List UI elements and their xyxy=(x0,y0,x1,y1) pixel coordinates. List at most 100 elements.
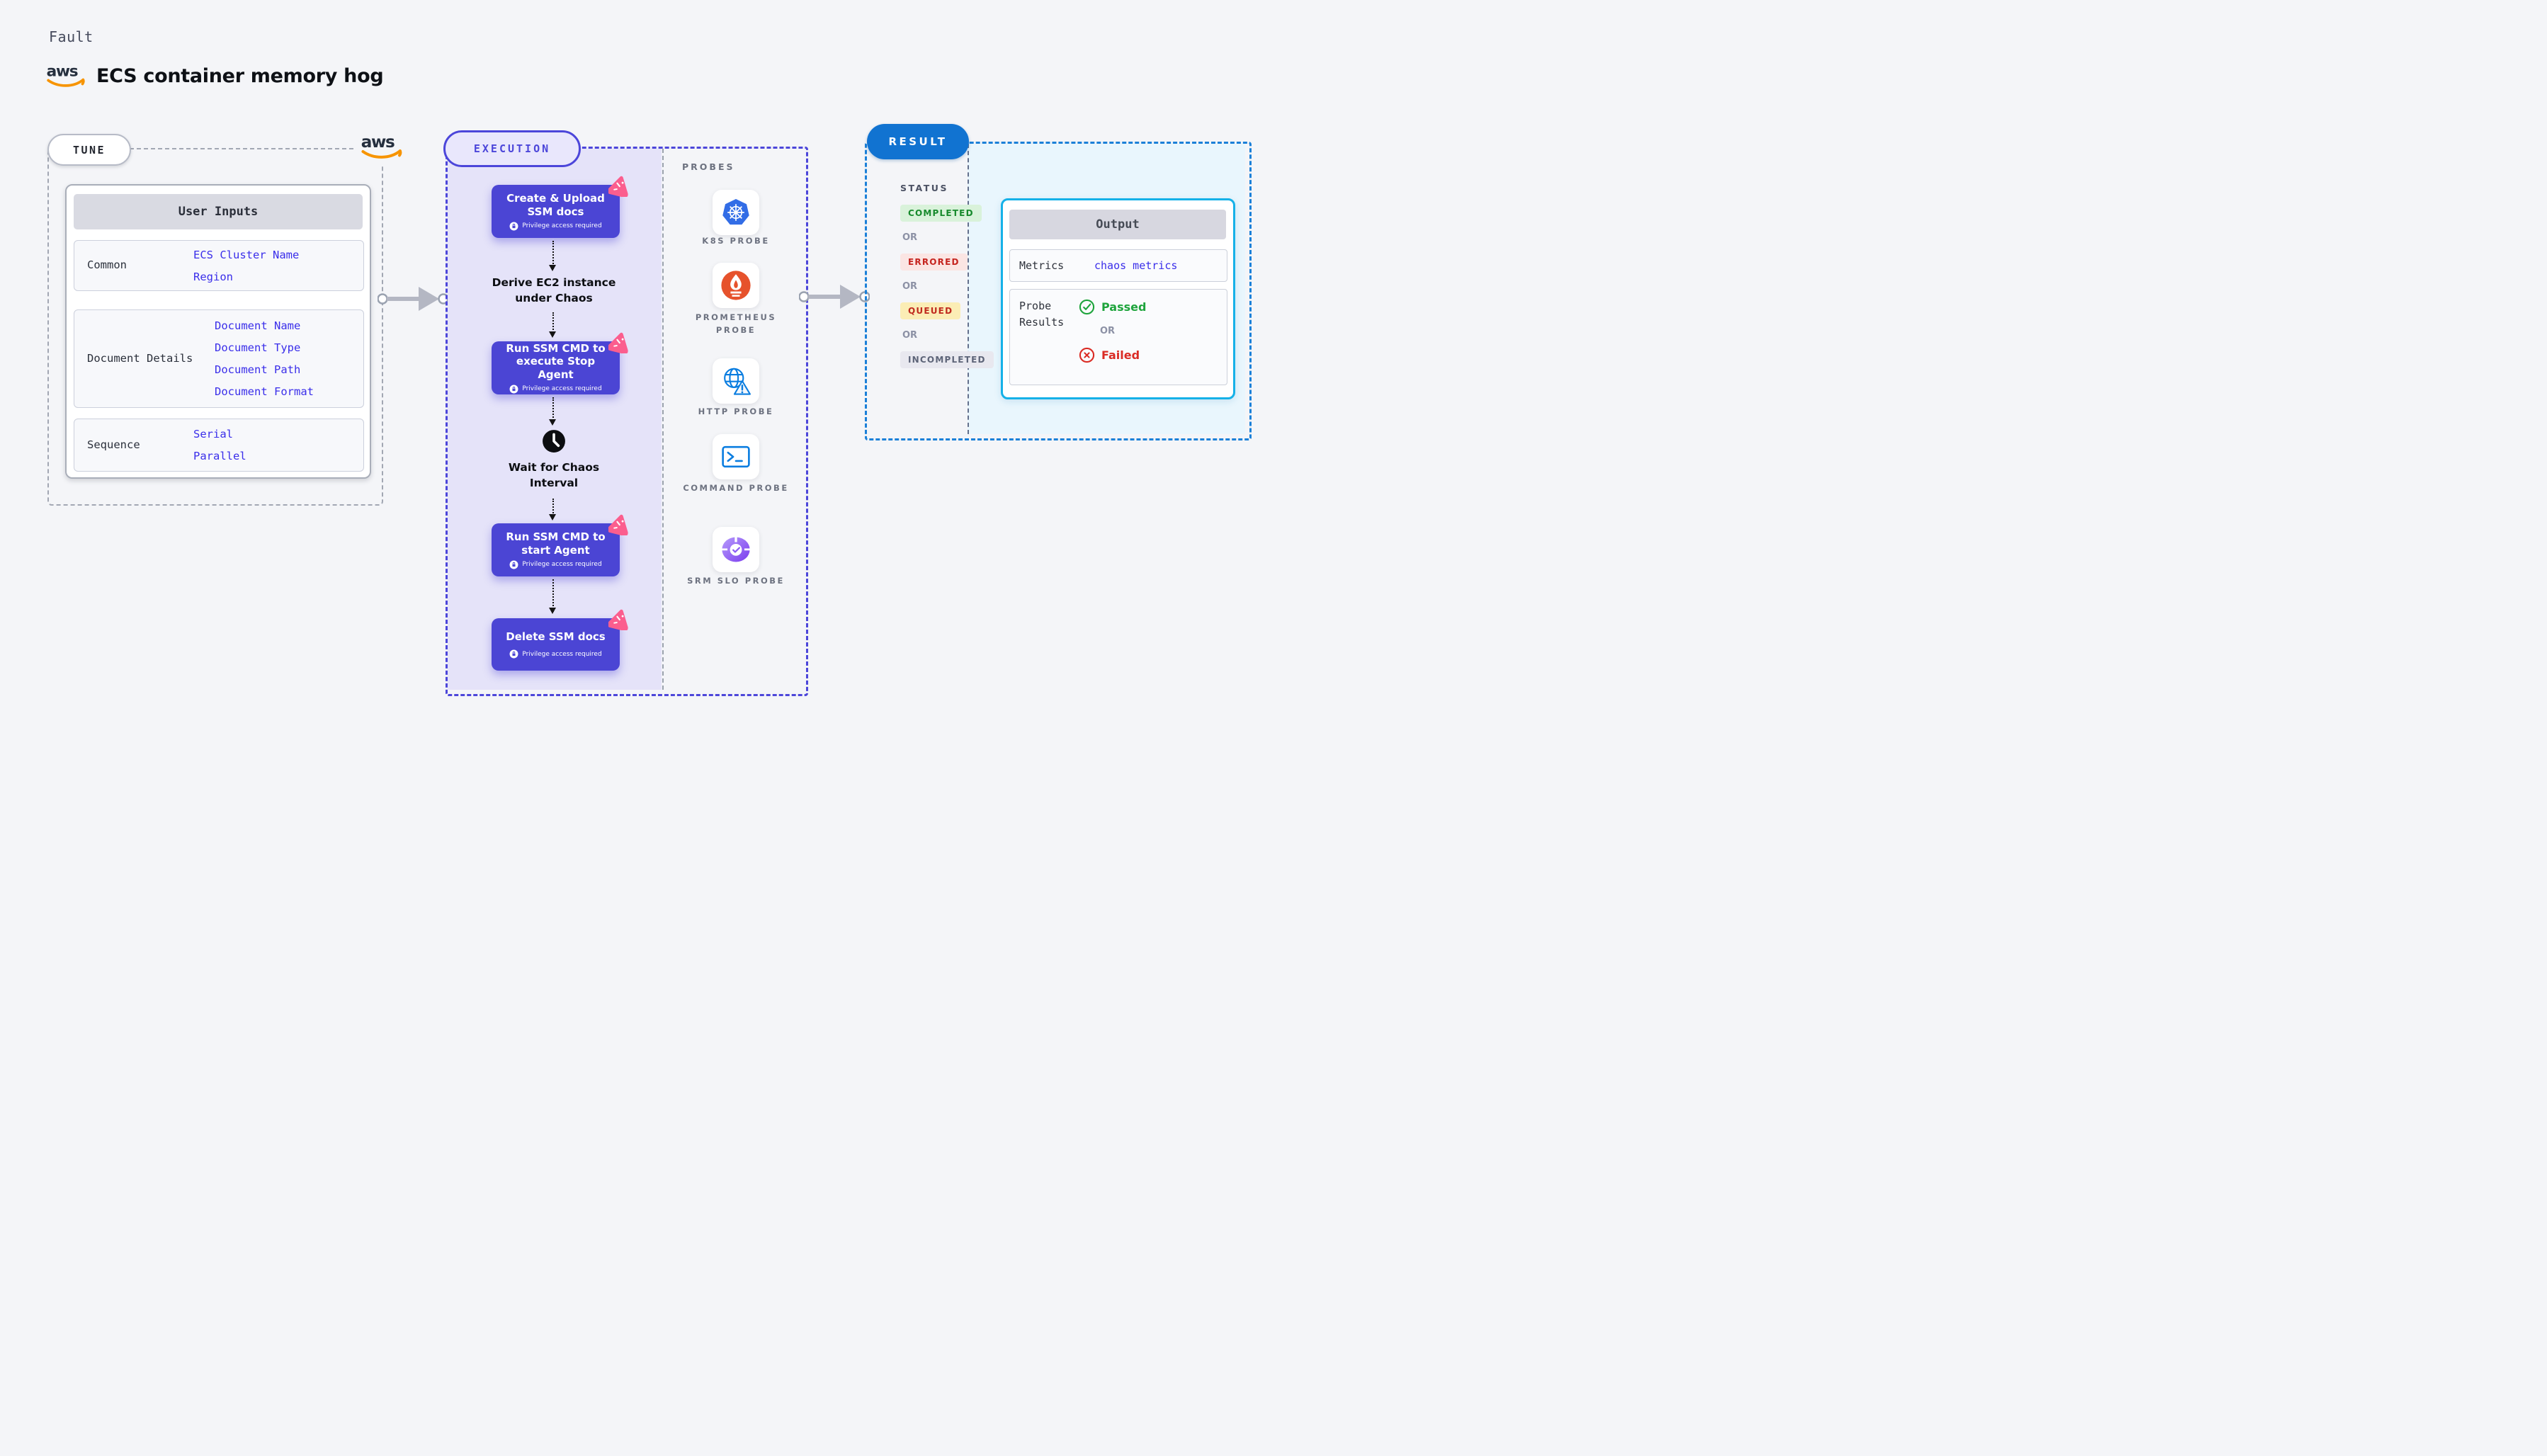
flow-arrow-down xyxy=(549,241,556,271)
metrics-label: Metrics xyxy=(1019,259,1065,272)
aws-corner-logo xyxy=(356,126,409,166)
status-heading: STATUS xyxy=(900,183,948,193)
row-value: Serial xyxy=(193,428,233,440)
check-circle-icon xyxy=(1079,299,1095,315)
http-globe-icon xyxy=(724,368,751,395)
tune-section xyxy=(47,148,383,506)
lock-icon xyxy=(509,559,519,569)
execution-pill: EXECUTION xyxy=(443,130,581,167)
probe-results-label: Probe Results xyxy=(1019,300,1065,329)
step-run-ssm-stop-agent: Run SSM CMD to execute Stop Agent Privil… xyxy=(492,341,620,394)
flow-arrow-down xyxy=(549,397,556,426)
lock-icon xyxy=(509,384,519,394)
probe-label: K8S PROBE xyxy=(702,236,770,246)
row-label: Sequence xyxy=(87,438,140,451)
tune-pill: TUNE xyxy=(47,134,131,166)
execution-section xyxy=(446,147,808,696)
terminal-icon xyxy=(722,445,750,468)
step-derive-ec2-label: Derive EC2 instance under Chaos xyxy=(492,276,616,305)
diagram-canvas: Fault ECS container memory hog TUNE User… xyxy=(0,0,1274,728)
privilege-label: Privilege access required xyxy=(522,222,602,230)
user-inputs-header: User Inputs xyxy=(74,194,363,229)
probe-label: SRM SLO PROBE xyxy=(687,576,785,586)
probe-card-command xyxy=(713,434,759,479)
probe-results-row: Probe Results Passed OR Failed xyxy=(1009,289,1227,385)
chaos-pinwheel-icon xyxy=(608,608,630,630)
row-value: Parallel xyxy=(193,450,246,462)
probe-card-srm-slo xyxy=(713,527,759,572)
prometheus-icon xyxy=(721,271,751,300)
privilege-badge: Privilege access required xyxy=(509,559,602,569)
probe-label: HTTP PROBE xyxy=(698,406,774,416)
arrow-tune-to-execution xyxy=(378,285,448,312)
row-label: Document Details xyxy=(87,351,193,365)
fault-kicker: Fault xyxy=(49,28,93,45)
probe-label: PROMETHEUS PROBE xyxy=(695,312,777,335)
row-value: Document Format xyxy=(215,385,314,398)
status-badge-completed: COMPLETED xyxy=(900,205,982,222)
table-row: Sequence Serial Parallel xyxy=(74,419,364,472)
arrow-execution-to-result xyxy=(799,283,870,310)
status-list: COMPLETED OR ERRORED OR QUEUED OR INCOMP… xyxy=(900,205,994,368)
result-section xyxy=(865,142,1252,440)
probe-card-prometheus xyxy=(713,263,759,308)
srm-slo-icon xyxy=(721,535,751,562)
step-wait-chaos-interval-label: Wait for Chaos Interval xyxy=(508,461,600,489)
metrics-value: chaos metrics xyxy=(1094,259,1178,272)
privilege-label: Privilege access required xyxy=(522,561,602,569)
row-value: Region xyxy=(193,270,233,283)
flow-arrow-down xyxy=(549,312,556,338)
privilege-badge: Privilege access required xyxy=(509,221,602,231)
privilege-label: Privilege access required xyxy=(522,385,602,393)
flow-arrow-down xyxy=(549,499,556,521)
probe-result-passed: Passed xyxy=(1079,299,1146,315)
output-header: Output xyxy=(1009,210,1226,239)
privilege-label: Privilege access required xyxy=(522,650,602,658)
failed-label: Failed xyxy=(1101,348,1140,362)
probes-heading: PROBES xyxy=(682,161,735,172)
lock-icon xyxy=(509,221,519,231)
status-badge-queued: QUEUED xyxy=(900,302,961,319)
chaos-pinwheel-icon xyxy=(608,331,630,353)
metrics-row: Metrics chaos metrics xyxy=(1009,249,1227,282)
x-circle-icon xyxy=(1079,347,1095,363)
or-separator: OR xyxy=(902,330,918,341)
probe-result-failed: Failed xyxy=(1079,347,1146,363)
aws-logo-icon xyxy=(360,131,402,159)
result-pill: RESULT xyxy=(867,124,969,159)
or-separator: OR xyxy=(1100,326,1116,336)
chaos-pinwheel-icon xyxy=(608,175,630,197)
step-delete-ssm-docs: Delete SSM docs Privilege access require… xyxy=(492,618,620,671)
kubernetes-icon xyxy=(722,198,749,225)
status-badge-errored: ERRORED xyxy=(900,254,968,271)
user-inputs-table: User Inputs Common ECS Cluster Name Regi… xyxy=(65,184,371,479)
step-title: Run SSM CMD to execute Stop Agent xyxy=(506,342,606,381)
or-separator: OR xyxy=(902,281,918,292)
row-value: ECS Cluster Name xyxy=(193,248,300,261)
output-panel: Output Metrics chaos metrics Probe Resul… xyxy=(1001,198,1235,399)
chaos-pinwheel-icon xyxy=(608,513,630,535)
privilege-badge: Privilege access required xyxy=(509,649,602,659)
flow-arrow-down xyxy=(549,579,556,614)
step-run-ssm-start-agent: Run SSM CMD to start Agent Privilege acc… xyxy=(492,523,620,576)
table-row: Common ECS Cluster Name Region xyxy=(74,240,364,291)
or-separator: OR xyxy=(902,232,918,243)
step-title: Run SSM CMD to start Agent xyxy=(506,530,606,557)
privilege-badge: Privilege access required xyxy=(509,384,602,394)
aws-logo-icon xyxy=(45,61,85,87)
row-value: Document Type xyxy=(215,341,301,354)
lock-icon xyxy=(509,649,519,659)
table-row: Document Details Document Name Document … xyxy=(74,309,364,408)
probe-label: COMMAND PROBE xyxy=(683,483,789,493)
probes-divider xyxy=(662,149,664,690)
passed-label: Passed xyxy=(1101,300,1147,314)
row-value: Document Name xyxy=(215,319,301,332)
row-value: Document Path xyxy=(215,363,301,376)
page-title: ECS container memory hog xyxy=(96,65,384,87)
step-title: Delete SSM docs xyxy=(506,630,606,643)
status-badge-incompleted: INCOMPLETED xyxy=(900,351,994,368)
step-create-upload-ssm-docs: Create & Upload SSM docs Privilege acces… xyxy=(492,185,620,238)
probe-card-http xyxy=(713,358,759,404)
step-title: Create & Upload SSM docs xyxy=(506,192,605,218)
clock-icon xyxy=(543,430,565,453)
